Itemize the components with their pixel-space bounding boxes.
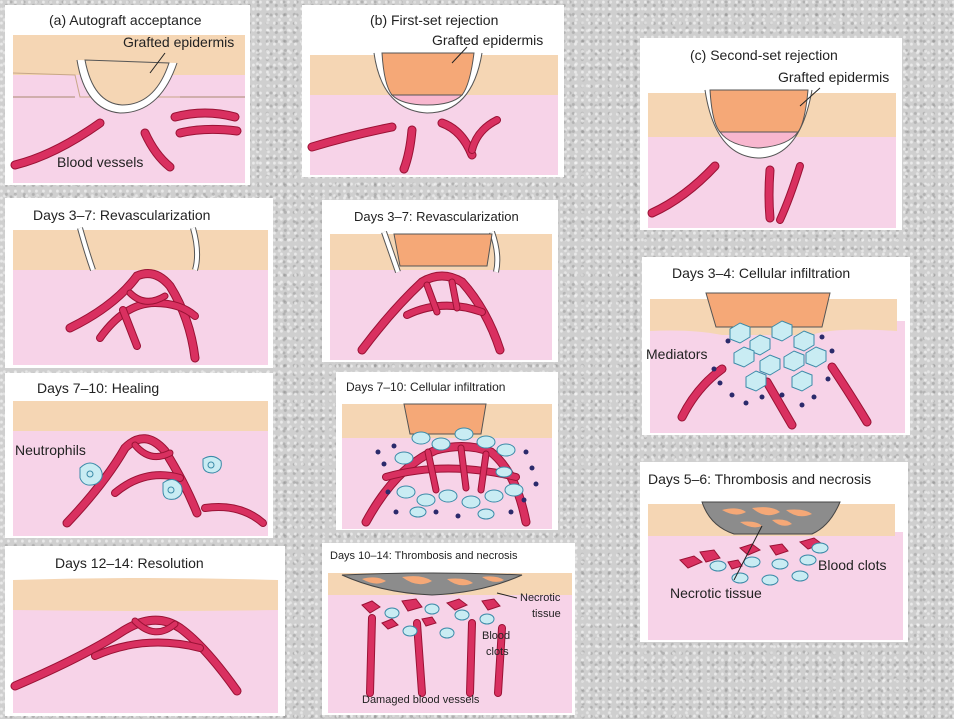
- mediators-label: Mediators: [646, 347, 707, 361]
- damaged-blood-vessels-label: Damaged blood vessels: [362, 695, 479, 706]
- panel-title: Days 3–7: Revascularization: [354, 210, 519, 223]
- blood-vessels-label: Blood vessels: [57, 155, 143, 169]
- panel-second-set-infiltration: Days 3–4: Cellular infiltration Mediator…: [642, 257, 910, 435]
- necrotic-tissue-label-line2: tissue: [532, 609, 561, 620]
- revascularization-illustration: [5, 198, 273, 368]
- first-set-thrombosis-illustration: [322, 543, 575, 715]
- panel-title: Days 7–10: Healing: [37, 381, 159, 395]
- panel-second-set-rejection: (c) Second-set rejection Grafted epiderm…: [640, 38, 902, 230]
- grafted-epidermis-label: Grafted epidermis: [778, 70, 889, 84]
- panel-title: (c) Second-set rejection: [690, 48, 838, 62]
- second-set-illustration: [640, 38, 902, 230]
- blood-clots-label-line1: Blood: [482, 631, 510, 642]
- grafted-epidermis-label: Grafted epidermis: [123, 35, 234, 49]
- panel-title: Days 7–10: Cellular infiltration: [346, 381, 505, 393]
- panel-title: (a) Autograft acceptance: [49, 13, 202, 27]
- panel-autograft-healing: Days 7–10: Healing Neutrophils: [5, 373, 273, 538]
- panel-title: Days 5–6: Thrombosis and necrosis: [648, 472, 871, 486]
- panel-autograft-resolution: Days 12–14: Resolution: [5, 546, 285, 716]
- necrotic-tissue-label-line1: Necrotic: [520, 593, 560, 604]
- panel-autograft-revascularization: Days 3–7: Revascularization: [5, 198, 273, 368]
- panel-title: Days 10–14: Thrombosis and necrosis: [330, 551, 518, 562]
- first-set-infiltration-illustration: [336, 372, 558, 530]
- second-set-thrombosis-illustration: [640, 462, 908, 642]
- panel-first-set-thrombosis: Days 10–14: Thrombosis and necrosis Necr…: [322, 543, 575, 715]
- first-set-illustration: [302, 5, 564, 177]
- resolution-illustration: [5, 546, 285, 716]
- panel-title: Days 12–14: Resolution: [55, 556, 204, 570]
- panel-title: Days 3–7: Revascularization: [33, 208, 210, 222]
- necrotic-tissue-label: Necrotic tissue: [670, 586, 762, 600]
- grafted-epidermis-label: Grafted epidermis: [432, 33, 543, 47]
- blood-clots-label-line2: clots: [486, 647, 509, 658]
- panel-first-set-rejection: (b) First-set rejection Grafted epidermi…: [302, 5, 564, 177]
- panel-title: Days 3–4: Cellular infiltration: [672, 266, 850, 280]
- blood-clots-label: Blood clots: [818, 558, 886, 572]
- panel-autograft-acceptance: (a) Autograft acceptance Grafted epiderm…: [5, 5, 250, 185]
- panel-second-set-thrombosis: Days 5–6: Thrombosis and necrosis Blood …: [640, 462, 908, 642]
- neutrophils-label: Neutrophils: [15, 443, 86, 457]
- panel-title: (b) First-set rejection: [370, 13, 498, 27]
- panel-first-set-infiltration: Days 7–10: Cellular infiltration: [336, 372, 558, 530]
- panel-first-set-revascularization: Days 3–7: Revascularization: [322, 200, 558, 362]
- first-set-revascularization-illustration: [322, 200, 558, 362]
